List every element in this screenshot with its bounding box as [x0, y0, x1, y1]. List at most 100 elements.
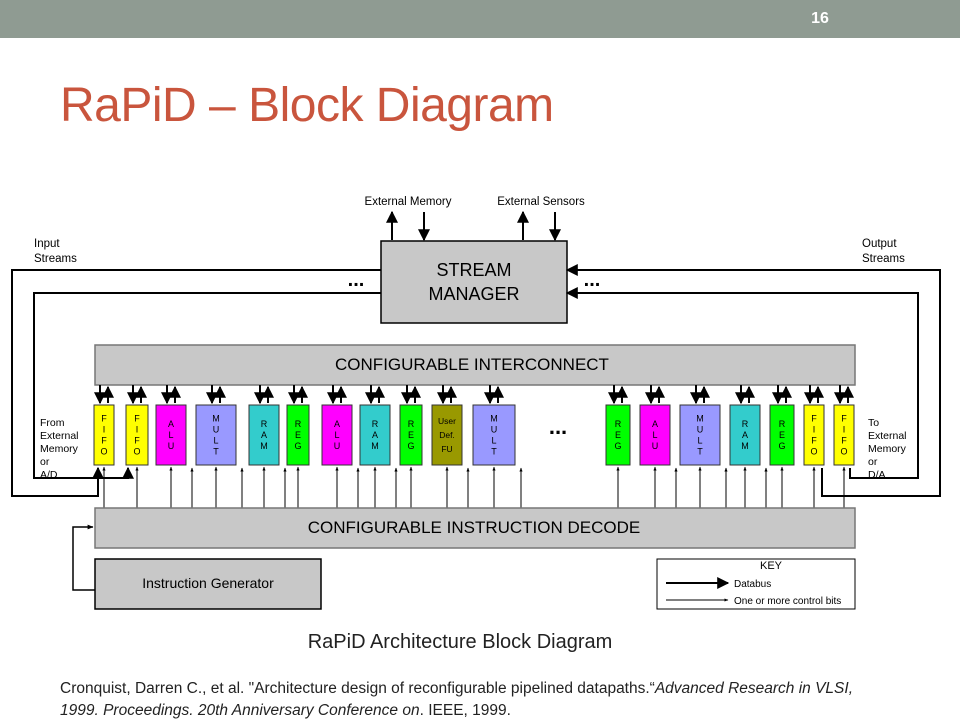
- stream-manager-label-1: STREAM: [436, 260, 511, 280]
- left-unit-8-label: R: [372, 419, 379, 429]
- left-unit-7-label: A: [334, 419, 340, 429]
- svg-text:or: or: [868, 456, 878, 468]
- right-unit-1-label: R: [615, 419, 622, 429]
- right-unit-7-label: O: [840, 447, 847, 457]
- right-unit-3-label: U: [697, 425, 704, 435]
- left-unit-1-label: F: [101, 436, 107, 446]
- left-unit-2-label: O: [133, 447, 140, 457]
- stream-bus-lines: [11, 264, 941, 497]
- left-unit-2-label: F: [134, 414, 140, 424]
- left-unit-11-label: U: [491, 425, 498, 435]
- left-unit-1-label: I: [103, 425, 106, 435]
- units-ellipsis: ...: [549, 414, 567, 439]
- right-unit-5-label: R: [779, 419, 786, 429]
- instruction-generator-label: Instruction Generator: [142, 575, 274, 591]
- right-unit-2-label: U: [652, 441, 659, 451]
- left-unit-11-label: L: [491, 436, 496, 446]
- right-unit-1: REG: [605, 385, 631, 508]
- output-streams-label-1: Output: [862, 238, 897, 250]
- right-unit-6-label: I: [813, 425, 816, 435]
- svg-text:Memory: Memory: [40, 443, 79, 455]
- left-unit-4-label: M: [212, 414, 220, 424]
- left-unit-3-label: A: [168, 419, 174, 429]
- svg-text:D/A: D/A: [868, 469, 886, 481]
- left-unit-3-label: L: [168, 430, 173, 440]
- left-unit-1-label: F: [101, 414, 107, 424]
- right-unit-7-label: F: [841, 414, 847, 424]
- slide-title: RaPiD – Block Diagram: [60, 79, 554, 132]
- left-unit-5-label: M: [260, 441, 268, 451]
- right-unit-1-label: G: [614, 441, 621, 451]
- configurable-interconnect-block: [94, 344, 856, 386]
- right-unit-6-label: O: [810, 447, 817, 457]
- left-unit-5-label: R: [261, 419, 268, 429]
- svg-text:From: From: [40, 417, 65, 429]
- left-unit-9-label: G: [407, 441, 414, 451]
- right-unit-4-label: A: [742, 430, 748, 440]
- left-unit-9: REG: [399, 385, 423, 508]
- key-title: KEY: [760, 560, 783, 572]
- input-streams-label-1: Input: [34, 238, 60, 250]
- citation: Cronquist, Darren C., et al. "Architectu…: [60, 678, 880, 722]
- functional-units: FIFOFIFOALUMULTRAMREGALURAMREGUserDef.FU…: [93, 385, 855, 508]
- right-unit-2-label: L: [652, 430, 657, 440]
- left-unit-6-label: R: [295, 419, 302, 429]
- right-unit-5-label: G: [778, 441, 785, 451]
- right-unit-2: ALU: [639, 385, 678, 508]
- left-unit-7-label: L: [334, 430, 339, 440]
- left-unit-4-label: L: [213, 436, 218, 446]
- left-unit-7: ALU: [321, 385, 360, 508]
- from-external-note: From External Memory or A/D: [40, 417, 79, 481]
- to-external-note: To External Memory or D/A: [868, 417, 907, 481]
- stream-manager-label-2: MANAGER: [428, 284, 519, 304]
- instruction-decode-block: [94, 507, 856, 549]
- key-legend: KEY Databus One or more control bits: [656, 558, 856, 610]
- left-unit-6-label: E: [295, 430, 301, 440]
- diagram-caption: RaPiD Architecture Block Diagram: [307, 631, 613, 653]
- external-memory-label: External Memory: [365, 196, 452, 208]
- key-databus-label: Databus: [734, 579, 771, 590]
- left-unit-10-label: User: [438, 416, 456, 426]
- svg-text:A/D: A/D: [40, 469, 58, 481]
- stream-ellipsis-right: ...: [584, 269, 601, 291]
- left-unit-2-label: I: [136, 425, 139, 435]
- input-streams-label-2: Streams: [34, 253, 77, 265]
- right-unit-7-label: I: [843, 425, 846, 435]
- citation-venue: Advanced Research in VLSI, 1999. Proceed…: [60, 680, 853, 719]
- svg-text:or: or: [40, 456, 50, 468]
- right-unit-5-label: E: [779, 430, 785, 440]
- left-unit-6: REG: [286, 385, 310, 508]
- left-unit-3-label: U: [168, 441, 175, 451]
- right-unit-7-label: F: [841, 436, 847, 446]
- left-unit-4-label: U: [213, 425, 220, 435]
- key-control-label: One or more control bits: [734, 596, 841, 607]
- left-unit-3: ALU: [155, 385, 194, 508]
- left-unit-10-label: Def.: [439, 430, 455, 440]
- left-unit-8: RAM: [359, 385, 398, 508]
- instruction-decode-label: CONFIGURABLE INSTRUCTION DECODE: [308, 518, 640, 537]
- left-unit-4-label: T: [213, 447, 219, 457]
- svg-text:External: External: [868, 430, 907, 442]
- right-unit-1-label: E: [615, 430, 621, 440]
- left-unit-5-label: A: [261, 430, 267, 440]
- citation-text: Cronquist, Darren C., et al. "Architectu…: [60, 680, 655, 697]
- left-unit-9-label: E: [408, 430, 414, 440]
- svg-text:Memory: Memory: [868, 443, 907, 455]
- instruction-generator-block: [94, 558, 322, 610]
- slide-number: 16: [780, 0, 860, 38]
- external-sensors-label: External Sensors: [497, 196, 585, 208]
- right-unit-3-label: M: [696, 414, 704, 424]
- right-unit-3-label: T: [697, 447, 703, 457]
- right-unit-3-label: L: [697, 436, 702, 446]
- right-unit-6-label: F: [811, 436, 817, 446]
- left-unit-11-label: M: [490, 414, 498, 424]
- left-unit-7-label: U: [334, 441, 341, 451]
- svg-text:To: To: [868, 417, 879, 429]
